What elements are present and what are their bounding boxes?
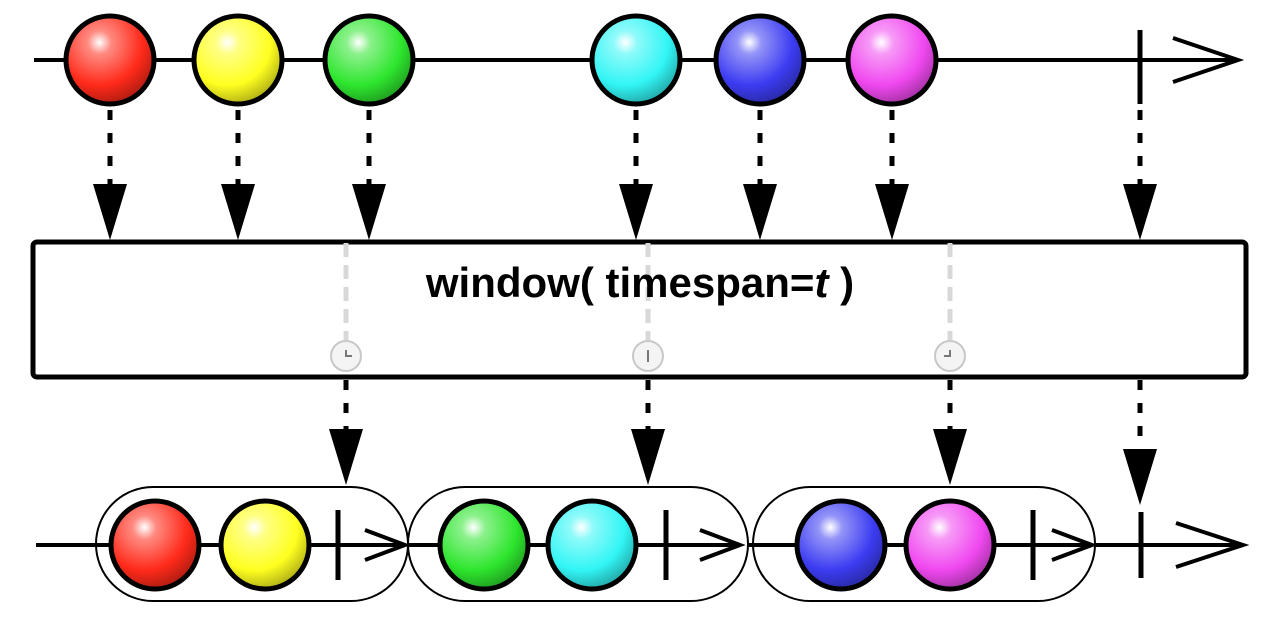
operator-arg-name: timespan= — [606, 259, 815, 306]
operator-arg-value: t — [814, 259, 830, 306]
window-observable — [407, 486, 749, 602]
input-arrows — [93, 110, 1157, 240]
yellow-marble — [218, 498, 312, 592]
input-arrow — [93, 110, 127, 240]
yellow-marble — [191, 13, 285, 107]
blue-marble — [713, 13, 807, 107]
operator-label: window( timespan=t ) — [425, 259, 854, 306]
operator-name: window( — [425, 259, 594, 306]
window-arrowhead — [699, 528, 746, 562]
input-arrow — [743, 110, 777, 240]
magenta-marble — [903, 498, 997, 592]
clock-icon — [632, 340, 664, 372]
window-observable — [95, 486, 411, 602]
magenta-marble — [845, 13, 939, 107]
input-arrow — [352, 110, 386, 240]
green-marble — [322, 13, 416, 107]
input-marbles — [63, 13, 939, 107]
window-arrowhead — [364, 528, 411, 562]
window-arrow — [933, 380, 967, 485]
output-windows — [95, 486, 1098, 602]
operator-close: ) — [828, 259, 854, 306]
completion-arrow — [1123, 110, 1157, 240]
window-arrow — [329, 380, 363, 485]
green-marble — [437, 498, 531, 592]
window-arrow — [631, 380, 665, 485]
operator-box: window( timespan=t ) — [30, 239, 1249, 380]
output-timeline-arrowhead — [1175, 521, 1250, 569]
window-observable — [752, 486, 1098, 602]
window-arrowhead — [1051, 528, 1098, 562]
red-marble — [108, 498, 202, 592]
input-timeline-arrowhead — [1172, 36, 1245, 84]
timer-clocks — [330, 340, 966, 372]
red-marble — [63, 13, 157, 107]
completion-arrow — [1123, 380, 1157, 505]
input-arrow — [221, 110, 255, 240]
input-arrow — [875, 110, 909, 240]
cyan-marble — [545, 498, 639, 592]
timer-dashed-lines — [343, 243, 953, 340]
input-arrow — [619, 110, 653, 240]
clock-icon — [330, 340, 362, 372]
cyan-marble — [589, 13, 683, 107]
clock-icon — [934, 340, 966, 372]
output-arrows — [329, 380, 1157, 505]
blue-marble — [794, 498, 888, 592]
